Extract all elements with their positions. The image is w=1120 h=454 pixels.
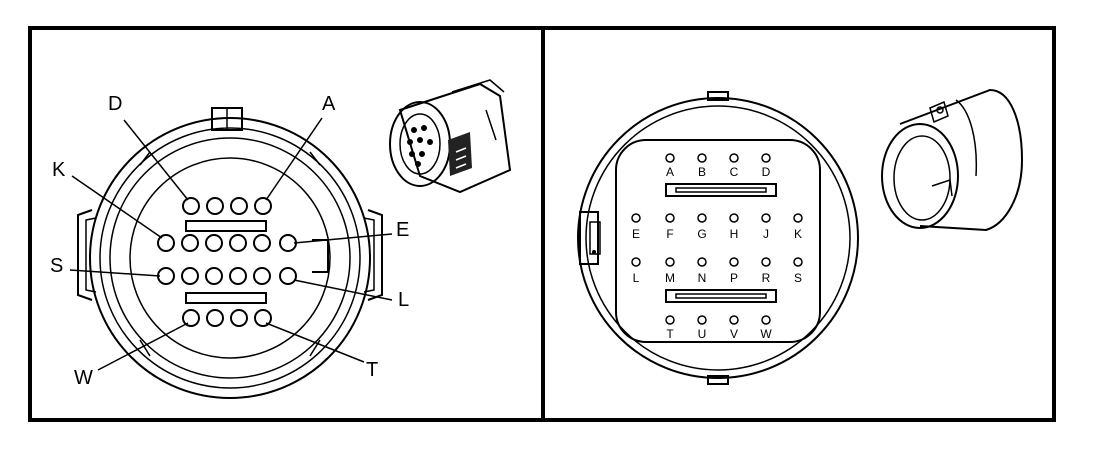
pin-label-k: K: [794, 227, 802, 241]
callout-k: K: [52, 159, 66, 181]
pin-label-l: L: [633, 271, 640, 285]
callout-l: L: [398, 289, 409, 311]
right-connector-face: A B C D E F G H J K L M N P R S T U V W: [577, 91, 859, 385]
left-pin-array: [157, 197, 297, 327]
pin-label-b: B: [698, 165, 706, 179]
pin-label-p: P: [730, 271, 738, 285]
pin-label-n: N: [698, 271, 707, 285]
pin-label-v: V: [730, 327, 738, 341]
left-connector-face: D A K E S L W T: [50, 93, 409, 399]
pin-label-c: C: [730, 165, 739, 179]
pin-label-g: G: [697, 227, 706, 241]
pin-label-r: R: [762, 271, 771, 285]
left-connector-isometric: [389, 79, 512, 194]
callout-a: A: [322, 93, 336, 115]
right-sleeve-isometric: [881, 88, 1024, 232]
pin-label-d: D: [762, 165, 771, 179]
callout-e: E: [396, 219, 409, 241]
pin-label-e: E: [632, 227, 640, 241]
callout-s: S: [50, 255, 63, 277]
right-pin-array: [631, 153, 803, 325]
pin-label-h: H: [730, 227, 739, 241]
callout-w: W: [74, 367, 93, 389]
pin-label-m: M: [665, 271, 675, 285]
pin-label-s: S: [794, 271, 802, 285]
pin-label-f: F: [666, 227, 673, 241]
pin-label-u: U: [698, 327, 707, 341]
callout-t: T: [366, 359, 378, 381]
callout-d: D: [108, 93, 122, 115]
pin-label-j: J: [763, 227, 769, 241]
pin-label-w: W: [760, 327, 772, 341]
pin-label-a: A: [666, 165, 674, 179]
pin-label-t: T: [666, 327, 674, 341]
